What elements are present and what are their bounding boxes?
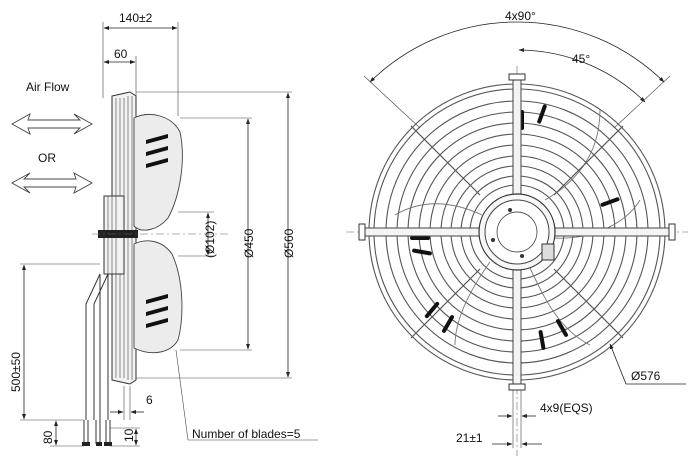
dim-hub-diameter: (Ø102) bbox=[203, 221, 217, 258]
dim-10: 10 bbox=[122, 428, 136, 442]
dim-outer-diameter: Ø560 bbox=[282, 228, 296, 258]
blade-slots-front bbox=[410, 104, 624, 350]
blade-side-upper bbox=[133, 114, 183, 231]
dim-80: 80 bbox=[41, 430, 55, 444]
side-view: Air Flow OR 140±2 60 bbox=[9, 11, 318, 447]
diagonal-spokes bbox=[410, 125, 624, 339]
dim-21: 21±1 bbox=[456, 431, 483, 445]
angle-45: 45° bbox=[572, 52, 590, 66]
or-label: OR bbox=[38, 151, 56, 165]
blades-count-note: Number of blades=5 bbox=[192, 427, 301, 441]
dim-overall-depth: 140±2 bbox=[119, 11, 153, 25]
dim-cable-length: 500±50 bbox=[9, 352, 23, 392]
motor-side-profile bbox=[98, 195, 138, 275]
blade-side-lower bbox=[133, 240, 183, 354]
air-flow-label: Air Flow bbox=[26, 80, 70, 94]
cable bbox=[82, 273, 112, 446]
airflow-left-arrow bbox=[11, 113, 93, 135]
dim-6: 6 bbox=[146, 393, 153, 407]
dim-depth-60: 60 bbox=[114, 47, 128, 61]
dim-mount-holes: 4x9(EQS) bbox=[540, 401, 593, 415]
dim-blade-diameter: Ø450 bbox=[242, 228, 256, 258]
dim-grille-diameter: Ø576 bbox=[631, 369, 661, 383]
airflow-right-arrow bbox=[11, 172, 93, 194]
motor-hub-front bbox=[478, 193, 556, 271]
front-view: 4x90° 45° Ø576 4x9(EQS) 21±1 bbox=[346, 9, 688, 456]
angle-4x90: 4x90° bbox=[505, 9, 536, 23]
